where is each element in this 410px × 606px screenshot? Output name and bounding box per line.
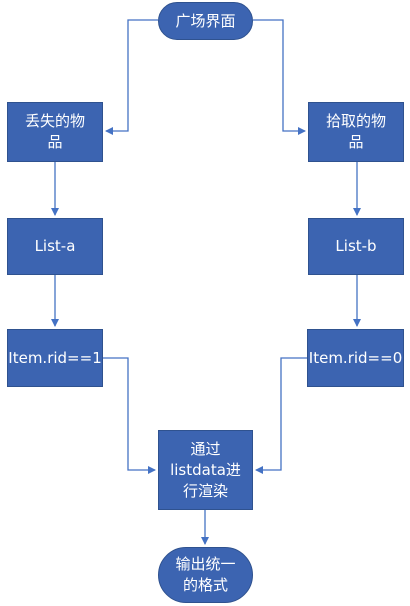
node-output-format: 输出统一 的格式	[158, 547, 253, 603]
edge-plaza-to-picked	[253, 19, 306, 135]
node-item-rid-1-label: Item.rid==1	[8, 348, 102, 367]
node-picked-items: 拾取的物 品	[308, 102, 404, 162]
node-plaza-label: 广场界面	[175, 11, 236, 30]
node-picked-items-label: 拾取的物 品	[325, 112, 386, 151]
node-lost-items: 丢失的物 品	[7, 102, 103, 162]
node-lost-items-label: 丢失的物 品	[24, 112, 85, 151]
node-list-b-label: List-b	[335, 237, 377, 255]
node-plaza-interface: 广场界面	[158, 2, 253, 40]
node-output-format-label: 输出统一 的格式	[175, 555, 236, 594]
node-item-rid-0: Item.rid==0	[307, 329, 404, 387]
node-list-a-label: List-a	[34, 237, 76, 255]
edge-plaza-to-lost	[105, 19, 158, 135]
node-render-listdata: 通过 listdata进 行渲染	[158, 430, 253, 510]
node-list-a: List-a	[7, 218, 103, 275]
edge-rid1-to-render	[103, 357, 156, 474]
node-list-b: List-b	[308, 218, 404, 275]
node-render-listdata-label: 通过 listdata进 行渲染	[170, 439, 241, 500]
node-item-rid-0-label: Item.rid==0	[308, 348, 403, 367]
node-item-rid-1: Item.rid==1	[7, 329, 103, 387]
edge-rid0-to-render	[255, 357, 307, 474]
